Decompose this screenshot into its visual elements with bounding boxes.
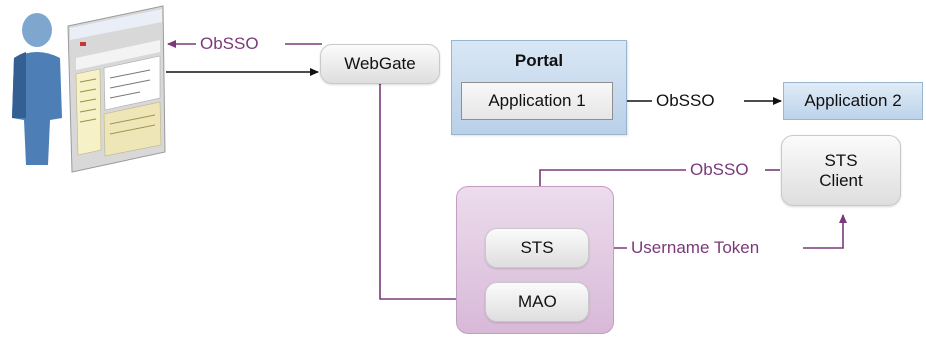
- node-oam: OAM: [485, 282, 589, 322]
- portal-title: Portal: [514, 51, 564, 70]
- node-sts-label: STS: [520, 238, 554, 257]
- node-sts-client: STS Client: [781, 135, 901, 206]
- node-application-2-label: Application 2: [804, 91, 902, 110]
- node-oam-label: OAM: [517, 292, 557, 311]
- node-webgate-label: WebGate: [344, 54, 416, 73]
- node-sts-client-label-line1: STS: [824, 150, 858, 170]
- user-with-browser: [12, 5, 166, 173]
- node-application-1: Application 1: [461, 82, 613, 120]
- node-sts: STS: [485, 228, 589, 268]
- node-application-1-label: Application 1: [488, 91, 586, 110]
- edge-label-sts-client: Username Token: [631, 238, 760, 257]
- edge-sts-to-client-right: [803, 214, 847, 249]
- node-sts-client-label-line2: Client: [819, 170, 863, 190]
- edge-label-app1-app2: ObSSO: [656, 91, 715, 110]
- edge-webgate-oam: [376, 78, 483, 303]
- node-application-2: Application 2: [783, 82, 923, 120]
- user-icon: [12, 13, 62, 165]
- browser-window-icon: [67, 5, 166, 173]
- node-webgate: WebGate: [320, 44, 440, 84]
- edge-label-browser-webgate: ObSSO: [200, 34, 259, 53]
- edge-label-client-sts: ObSSO: [690, 160, 749, 179]
